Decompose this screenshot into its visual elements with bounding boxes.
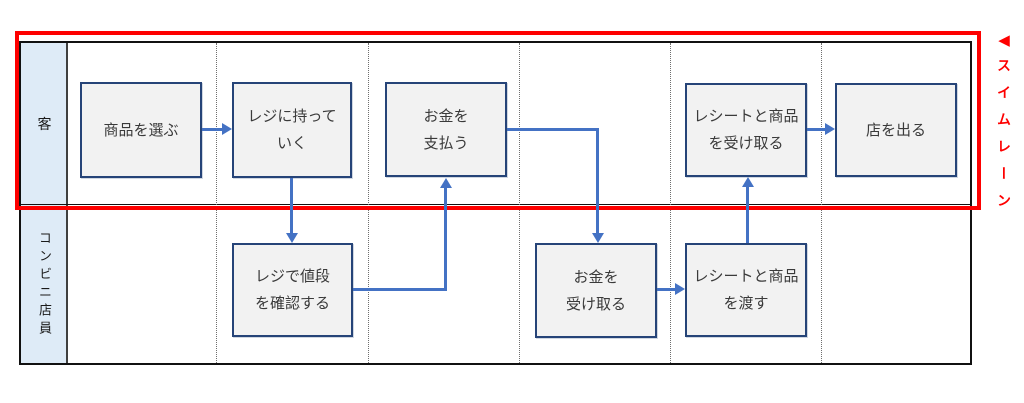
connector-3-line-h <box>353 288 447 291</box>
connector-7-arrowhead <box>825 123 835 135</box>
node-pay-money: お金を 支払う <box>385 82 507 177</box>
node-receive-money: お金を 受け取る <box>535 243 657 338</box>
node-receive-receipt-product: レシートと商品 を受け取る <box>685 83 807 177</box>
left-pointer-icon: ◀ <box>998 32 1010 49</box>
connector-4-line-v <box>596 128 599 234</box>
connector-5-arrowhead <box>675 283 685 295</box>
column-separator-5 <box>821 43 822 363</box>
connector-7-line <box>807 128 828 131</box>
lane-divider <box>21 204 970 205</box>
node-check-price: レジで値段 を確認する <box>232 243 353 337</box>
column-separator-2 <box>368 43 369 363</box>
lane-label-customer: 客 <box>37 115 52 132</box>
lane-label-clerk: コンビニ店員 <box>37 230 52 339</box>
connector-3-line-v <box>444 188 447 291</box>
swimlane-callout-label: スイムレーン <box>996 58 1012 220</box>
connector-5-line <box>657 288 678 291</box>
connector-1-line <box>202 128 223 131</box>
node-choose-product: 商品を選ぶ <box>80 82 202 178</box>
node-bring-to-register: レジに持って いく <box>232 82 352 178</box>
swimlane-callout: ◀ スイムレーン <box>990 32 1018 221</box>
connector-1-arrowhead <box>222 123 232 135</box>
connector-6-arrowhead <box>742 177 754 187</box>
lane-label-column <box>21 43 68 363</box>
connector-2-arrowhead <box>286 233 298 243</box>
column-separator-3 <box>519 43 520 363</box>
swimlane-highlight-rect <box>15 31 981 210</box>
connector-4-line-h <box>507 128 599 131</box>
connector-6-line <box>746 187 749 243</box>
connector-4-arrowhead <box>592 233 604 243</box>
node-leave-store: 店を出る <box>835 83 957 177</box>
node-hand-receipt-product: レシートと商品 を渡す <box>685 243 807 337</box>
column-separator-4 <box>670 43 671 363</box>
connector-3-arrowhead <box>440 178 452 188</box>
connector-2-line <box>290 178 293 234</box>
column-separator-1 <box>216 43 217 363</box>
